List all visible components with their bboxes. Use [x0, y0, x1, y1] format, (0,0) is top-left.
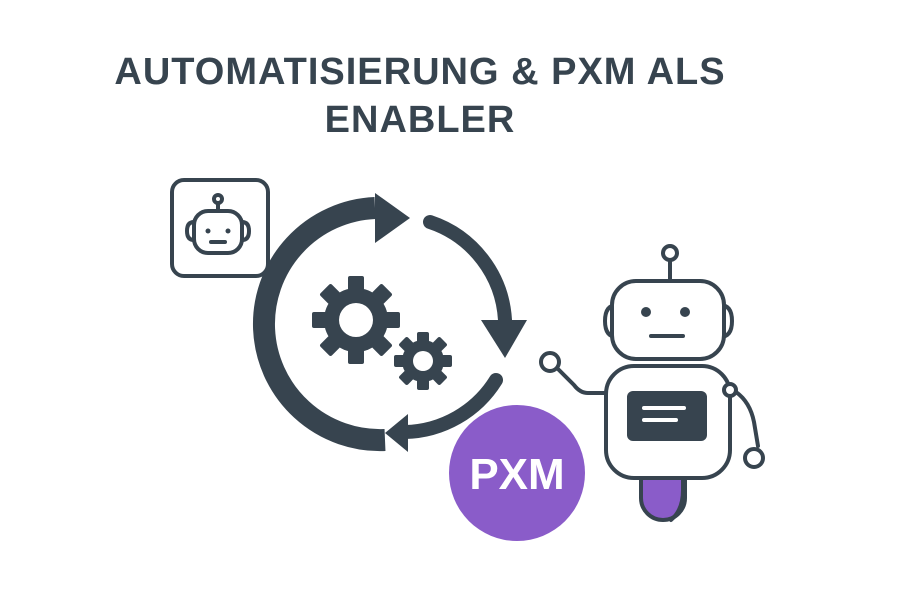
cycle-arrows-icon	[252, 193, 527, 452]
title-line-1: AUTOMATISIERUNG & PXM ALS	[114, 51, 726, 93]
pxm-badge: PXM	[449, 405, 585, 541]
title-line-2: ENABLER	[324, 99, 516, 141]
robot-icon	[170, 178, 270, 278]
robot-illustration	[539, 244, 765, 522]
page-title: AUTOMATISIERUNG & PXM ALS ENABLER	[0, 48, 840, 144]
gear-small-icon	[394, 332, 452, 390]
arrowhead-top	[375, 193, 410, 243]
pxm-badge-label: PXM	[469, 450, 564, 499]
gears-icon	[312, 276, 452, 390]
arrowhead-bottom	[385, 414, 408, 452]
gear-large-icon	[312, 276, 400, 364]
arrowhead-right	[481, 320, 527, 358]
